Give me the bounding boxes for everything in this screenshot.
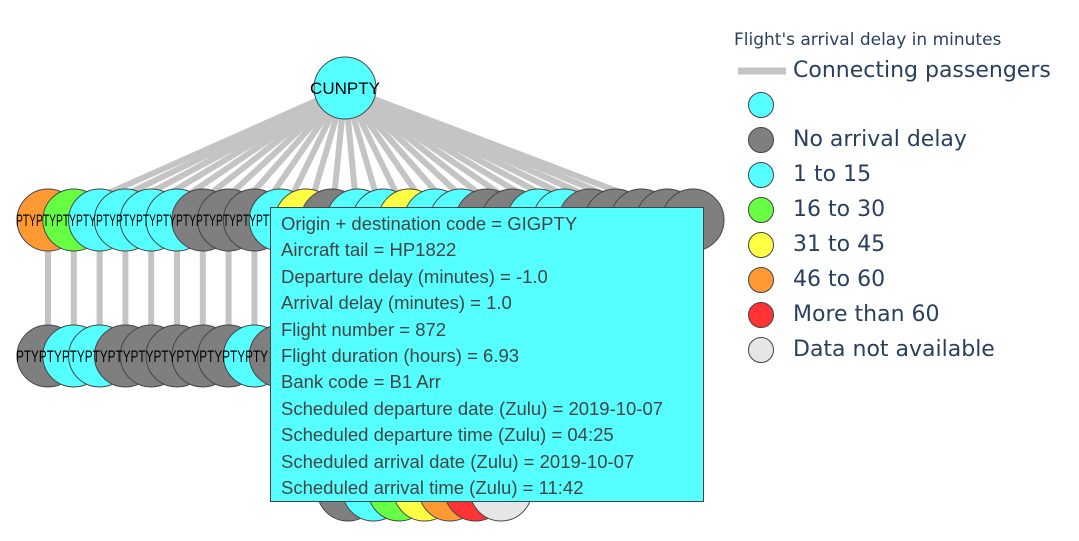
legend-line-swatch [738, 67, 786, 74]
legend-item-label: No arrival delay [793, 127, 967, 152]
legend-item-3[interactable]: 1 to 15 [734, 157, 1001, 192]
tooltip-line: Origin + destination code = GIGPTY [281, 213, 578, 234]
node-labels: CUNPTYPTYPTYPTYPTYPTYPTYPTYPTYPTYPTYPTYP… [16, 79, 380, 366]
legend-item-8[interactable]: Data not available [734, 332, 1001, 367]
legend-marker-swatch [748, 336, 774, 363]
hub-label: CUNPTY [310, 79, 380, 98]
middle-row-labels: PTYPTYPTYPTYPTYPTYPTYPTYPTYPTYPTY [16, 347, 268, 366]
tooltip-line: Aircraft tail = HP1822 [281, 239, 457, 261]
tooltip-line: Arrival delay (minutes) = 1.0 [281, 292, 512, 314]
legend-marker-swatch [748, 231, 774, 258]
hub-node[interactable] [313, 56, 377, 120]
tooltip-line: Scheduled arrival date (Zulu) = 2019-10-… [281, 450, 635, 472]
legend-item-label: 46 to 60 [793, 267, 886, 292]
legend-title: Flight's arrival delay in minutes [734, 30, 1002, 50]
hover-tooltip: Origin + destination code = GIGPTY Aircra… [270, 207, 704, 502]
legend-item-label: 31 to 45 [793, 232, 886, 257]
legend-item-5[interactable]: 31 to 45 [734, 227, 1001, 262]
tooltip-line: Flight duration (hours) = 6.93 [281, 344, 520, 366]
legend-marker-swatch [748, 91, 774, 118]
legend-item-6[interactable]: 46 to 60 [734, 262, 1001, 297]
legend-item-label: More than 60 [793, 302, 940, 327]
hub-node-circle[interactable] [313, 56, 377, 120]
tooltip-line: Scheduled arrival time (Zulu) = 11:42 [281, 476, 584, 498]
legend: Flight's arrival delay in minutes Connec… [734, 30, 1051, 367]
legend-item-0[interactable]: Connecting passengers [734, 54, 1051, 87]
legend-item-2[interactable]: No arrival delay [734, 122, 1001, 157]
legend-items: Connecting passengers No arrival delay 1 t… [734, 54, 1051, 367]
legend-marker-swatch [748, 266, 774, 293]
tooltip-line: Bank code = B1 Arr [281, 371, 441, 393]
tooltip-line: Scheduled departure date (Zulu) = 2019-1… [281, 397, 664, 419]
legend-item-label: Data not available [793, 337, 995, 362]
legend-item-label: 16 to 30 [793, 197, 886, 222]
legend-marker-swatch [748, 161, 774, 188]
legend-marker-swatch [748, 196, 774, 223]
legend-item-7[interactable]: More than 60 [734, 297, 1001, 332]
legend-item-label: Connecting passengers [793, 58, 1051, 83]
tooltip-line: Flight number = 872 [281, 318, 447, 340]
legend-item-1[interactable] [734, 87, 1001, 122]
legend-marker-swatch [748, 126, 774, 153]
legend-marker-swatch [748, 301, 774, 328]
legend-item-label: 1 to 15 [793, 162, 872, 187]
top-row-labels: PTYPTYPTYPTYPTYPTYPTYPTYPTYPTYPTYPTYPTY [16, 211, 276, 230]
legend-item-4[interactable]: 16 to 30 [734, 192, 1001, 227]
tooltip-line: Departure delay (minutes) = -1.0 [281, 265, 548, 287]
tooltip-line: Scheduled departure time (Zulu) = 04:25 [281, 424, 614, 446]
